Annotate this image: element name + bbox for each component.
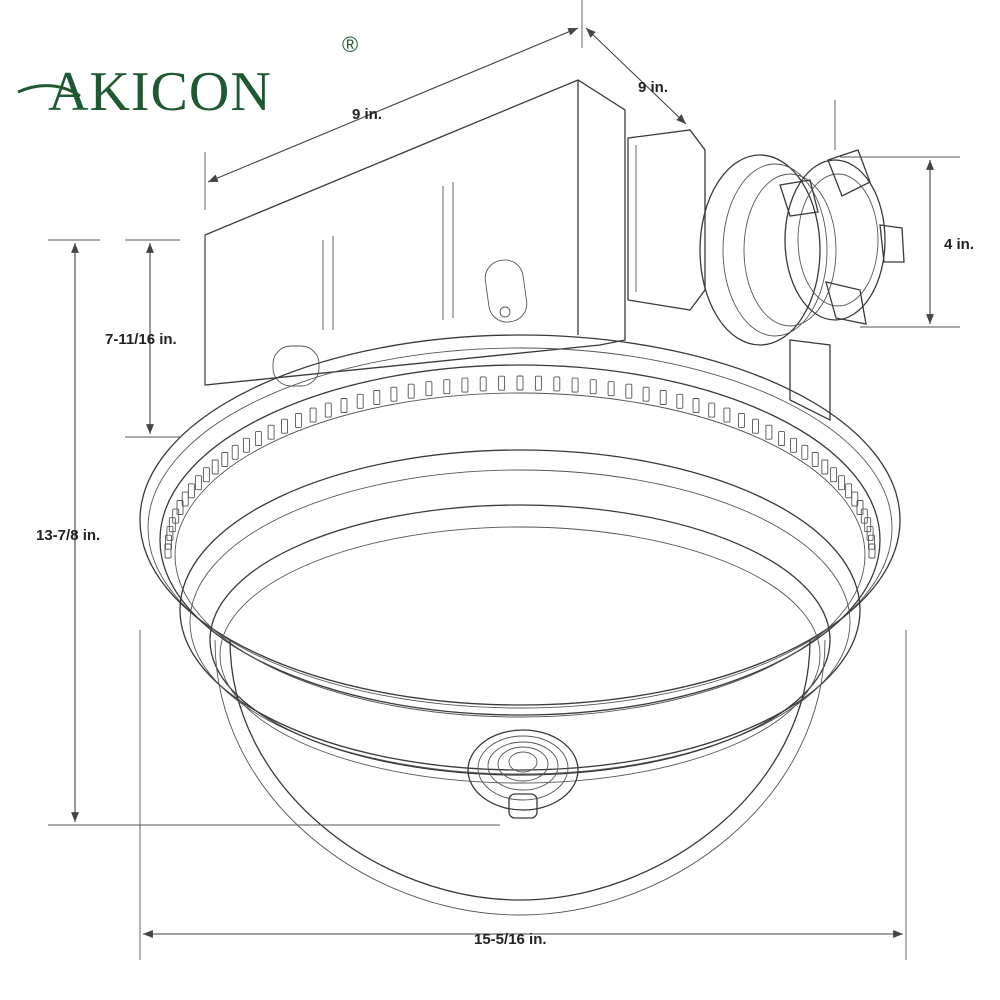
vent-slot	[625, 383, 633, 399]
vent-slot	[202, 467, 210, 483]
vent-slot	[324, 402, 332, 418]
vent-slot	[356, 393, 364, 409]
vent-slot	[534, 375, 542, 391]
overall-height-label: 13-7/8 in.	[36, 527, 100, 544]
vent-slot	[864, 517, 872, 533]
brand-name: AKICON	[48, 61, 272, 123]
vent-slot	[838, 475, 846, 491]
vent-slot	[407, 383, 415, 399]
vent-slot	[607, 381, 615, 397]
vent-slot	[811, 452, 819, 467]
vent-slot	[443, 379, 451, 395]
vent-slot	[692, 398, 700, 413]
dimension-overall-height: 13-7/8 in.	[36, 239, 500, 826]
glass-dome	[214, 639, 826, 916]
vent-slot	[309, 407, 317, 423]
depth-top-label: 9 in.	[638, 79, 668, 96]
vent-slots	[164, 375, 876, 559]
vent-slot	[765, 424, 773, 440]
vent-slot	[211, 459, 219, 475]
logo-swoosh	[17, 84, 81, 98]
vent-slot	[845, 483, 853, 499]
vent-slot	[821, 459, 829, 475]
dimension-grille-diameter: 15-5/16 in.	[139, 630, 907, 960]
vent-slot	[642, 386, 650, 402]
vent-slot	[373, 390, 381, 405]
vent-slot	[461, 377, 469, 393]
vent-slot	[851, 491, 859, 507]
vent-slot	[281, 418, 288, 434]
vent-slot	[172, 508, 180, 524]
grille-ring	[139, 334, 901, 784]
duct-connector	[627, 129, 905, 422]
dimension-width-top: 9 in.	[204, 0, 583, 210]
vent-slot	[516, 375, 524, 391]
vent-slot	[390, 386, 398, 402]
vent-slot	[187, 483, 195, 499]
dimension-housing-height: 7-11/16 in.	[105, 239, 180, 438]
vent-slot	[676, 393, 684, 409]
vent-slot	[778, 431, 786, 447]
registered-mark: ®	[342, 32, 358, 57]
vent-slot	[801, 444, 809, 460]
vent-slot	[723, 407, 731, 423]
vent-slot	[479, 376, 487, 392]
vent-slot	[166, 525, 174, 541]
vent-slot	[164, 543, 172, 559]
vent-slot	[181, 491, 189, 507]
vent-slot	[267, 424, 275, 440]
vent-slot	[659, 390, 667, 405]
vent-slot	[194, 475, 202, 491]
vent-slot	[790, 437, 798, 453]
vent-slot	[165, 534, 172, 550]
vent-slot	[868, 534, 875, 550]
vent-slot	[738, 412, 745, 428]
grille-diameter-label: 15-5/16 in.	[474, 931, 547, 948]
akicon-logo: AKICON ®	[17, 32, 358, 123]
width-top-label: 9 in.	[352, 106, 382, 123]
vent-slot	[340, 398, 348, 413]
vent-slot	[498, 375, 506, 391]
vent-slot	[553, 376, 561, 392]
housing-height-label: 7-11/16 in.	[105, 331, 177, 348]
vent-slot	[856, 500, 864, 515]
vent-slot	[866, 525, 874, 541]
duct-label: 4 in.	[944, 236, 974, 253]
vent-slot	[231, 444, 239, 460]
vent-slot	[752, 418, 759, 434]
vent-slot	[589, 379, 597, 395]
vent-slot	[868, 543, 876, 559]
vent-slot	[176, 500, 184, 515]
center-finial	[467, 729, 579, 819]
vent-slot	[295, 412, 302, 428]
vent-slot	[425, 381, 433, 397]
vent-slot	[571, 377, 579, 393]
vent-slot	[221, 452, 229, 467]
fan-housing	[204, 79, 626, 387]
vent-slot	[254, 431, 262, 447]
dimension-duct: 4 in.	[834, 100, 974, 328]
dimension-depth-top: 9 in.	[585, 27, 687, 125]
vent-slot	[242, 437, 250, 453]
vent-slot	[708, 402, 716, 418]
vent-slot	[830, 467, 838, 483]
